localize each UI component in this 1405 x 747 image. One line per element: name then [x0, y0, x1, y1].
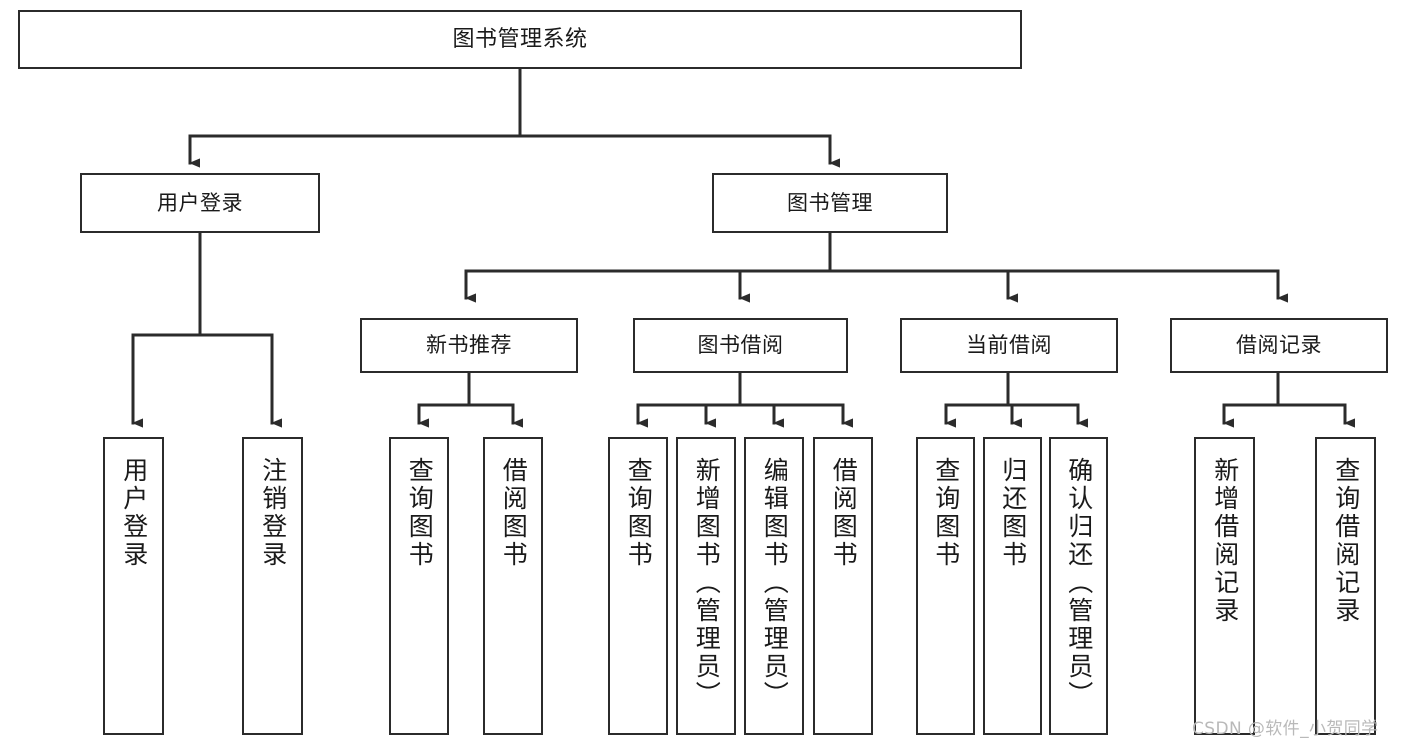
node-leaf-return-book[interactable]: 归还图书: [983, 437, 1042, 735]
node-label: 归还图书: [998, 457, 1028, 569]
node-leaf-edit-book-admin[interactable]: 编辑图书（管理员）: [744, 437, 804, 735]
node-leaf-borrow-book-recommend[interactable]: 借阅图书: [483, 437, 543, 735]
node-leaf-add-book-admin[interactable]: 新增图书（管理员）: [676, 437, 736, 735]
node-label: 查询图书: [931, 457, 961, 569]
node-leaf-borrow-book[interactable]: 借阅图书: [813, 437, 873, 735]
node-label: 查询借阅记录: [1331, 457, 1361, 625]
node-leaf-logout[interactable]: 注销登录: [242, 437, 303, 735]
node-book-management[interactable]: 图书管理: [712, 173, 948, 233]
node-label: 新增图书（管理员）: [692, 457, 722, 709]
node-label: 图书管理系统: [452, 26, 588, 52]
node-label: 查询图书: [624, 457, 654, 569]
node-label: 借阅图书: [829, 457, 859, 569]
node-current-borrow[interactable]: 当前借阅: [900, 318, 1118, 373]
node-label: 新书推荐: [426, 333, 512, 358]
node-label: 确认归还（管理员）: [1064, 457, 1094, 709]
node-label: 用户登录: [119, 457, 149, 569]
node-leaf-confirm-return-admin[interactable]: 确认归还（管理员）: [1049, 437, 1108, 735]
node-leaf-query-book-borrow[interactable]: 查询图书: [608, 437, 668, 735]
node-label: 注销登录: [258, 457, 288, 569]
node-label: 编辑图书（管理员）: [760, 457, 790, 709]
node-label: 图书管理: [787, 190, 873, 215]
node-user-login[interactable]: 用户登录: [80, 173, 320, 233]
node-label: 查询图书: [405, 457, 435, 569]
node-label: 借阅记录: [1236, 333, 1322, 358]
node-label: 新增借阅记录: [1210, 457, 1240, 625]
csdn-watermark: CSDN @软件_小贺同学: [1192, 719, 1379, 739]
node-leaf-add-borrow-record[interactable]: 新增借阅记录: [1194, 437, 1255, 735]
node-label: 当前借阅: [966, 333, 1052, 358]
node-label: 借阅图书: [499, 457, 529, 569]
node-new-book-recommend[interactable]: 新书推荐: [360, 318, 578, 373]
node-root-book-management-system[interactable]: 图书管理系统: [18, 10, 1022, 69]
node-leaf-query-book-current[interactable]: 查询图书: [916, 437, 975, 735]
node-leaf-query-borrow-record[interactable]: 查询借阅记录: [1315, 437, 1376, 735]
node-borrow-record[interactable]: 借阅记录: [1170, 318, 1388, 373]
node-leaf-user-login[interactable]: 用户登录: [103, 437, 164, 735]
node-label: 图书借阅: [697, 333, 784, 358]
node-leaf-query-book-recommend[interactable]: 查询图书: [389, 437, 449, 735]
node-book-borrow[interactable]: 图书借阅: [633, 318, 848, 373]
node-label: 用户登录: [157, 190, 243, 215]
